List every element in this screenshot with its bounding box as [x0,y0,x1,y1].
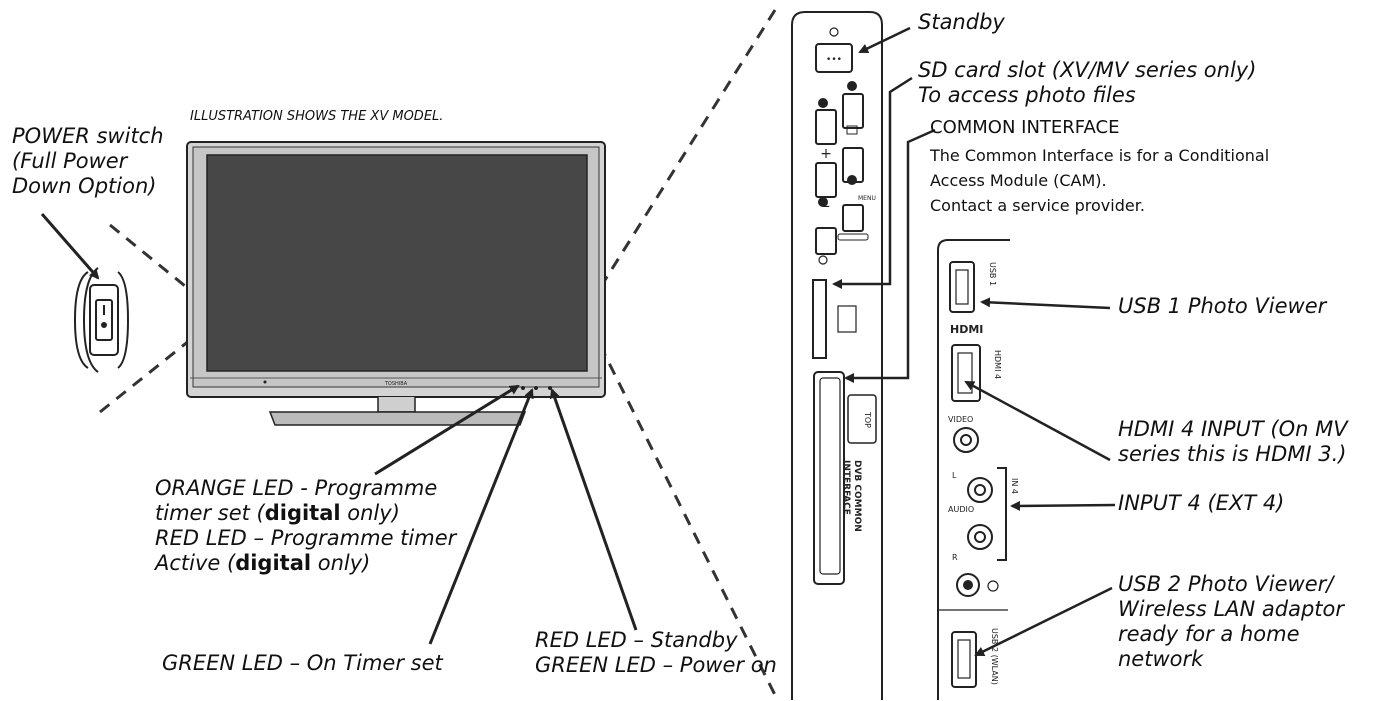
in-side-marking: IN 4 [1010,478,1019,494]
ci-desc-line-2: Access Module (CAM). [930,171,1107,190]
led-red [548,386,552,390]
orange-led-line-2: timer set (digital only) [155,501,456,526]
orange-led-line-4-bold: digital [235,551,312,575]
power-switch-line-3: Down Option) [12,174,157,198]
red-green-led-label: RED LED – Standby GREEN LED – Power on [535,628,777,678]
hdmi4-line-1: HDMI 4 INPUT (On MV [1118,417,1348,441]
dvb-marking-1: DVB COMMON [852,460,862,532]
usb2-side-marking: USB 2 (WLAN) [990,628,999,685]
usb2-line-4: network [1118,647,1204,671]
illustration-note: ILLUSTRATION SHOWS THE XV MODEL. [190,109,444,124]
orange-led-line-2-bold: digital [264,501,341,525]
dvb-marking-2: INTERFACE [841,460,851,515]
video-marking: VIDEO [948,415,973,424]
hdmi-side-marking: HDMI 4 [993,350,1002,379]
standby-label: Standby [918,10,1005,34]
hdmi4-label: HDMI 4 INPUT (On MV series this is HDMI … [1118,417,1348,467]
red-green-line-1: RED LED – Standby [535,628,738,652]
top-marking: TOP [863,411,872,428]
power-switch-label: POWER switch (Full Power Down Option) [12,124,164,199]
tv-brand: TOSHIBA [384,381,408,387]
right-leader-arrows [832,26,1116,657]
sd-card-label: SD card slot (XV/MV series only) To acce… [918,58,1256,108]
sd-card-line-2: To access photo files [918,83,1136,107]
usb2-line-2: Wireless LAN adaptor [1118,597,1345,621]
common-interface-desc: The Common Interface is for a Conditiona… [930,143,1269,218]
orange-led-line-4-pre: Active ( [155,551,236,575]
common-interface-title: COMMON INTERFACE [930,117,1120,138]
usb2-label: USB 2 Photo Viewer/ Wireless LAN adaptor… [1118,572,1344,672]
hdmi4-line-2: series this is HDMI 3.) [1118,442,1347,466]
menu-marking: MENU [858,195,876,202]
usb1-side-marking: USB 1 [988,262,997,286]
orange-led-label: ORANGE LED - Programme timer set (digita… [155,476,456,576]
tv-screen [206,154,588,372]
orange-led-line-4-post: only) [311,551,371,575]
power-switch-illustration [73,267,130,373]
led-orange [521,386,525,390]
sd-card-line-1: SD card slot (XV/MV series only) [918,58,1257,82]
ci-desc-line-3: Contact a service provider. [930,196,1145,215]
audio-marking: AUDIO [948,505,974,514]
orange-led-line-2-pre: timer set ( [155,501,265,525]
orange-led-line-1: ORANGE LED - Programme [155,476,438,500]
hdmi-marking: HDMI [950,323,983,336]
r-marking: R [952,553,958,562]
orange-led-line-4: Active (digital only) [155,551,456,576]
side-control-panel: ••• + – [791,11,883,700]
svg-text:+: + [820,146,832,162]
l-marking: L [952,471,957,480]
leader-arrows [40,213,638,645]
svg-text:•••: ••• [826,55,842,65]
power-switch-line-2: (Full Power [12,149,128,173]
usb1-label: USB 1 Photo Viewer [1118,294,1327,318]
usb2-line-3: ready for a home [1118,622,1300,646]
usb2-line-1: USB 2 Photo Viewer/ [1118,572,1334,596]
red-green-line-2: GREEN LED – Power on [535,653,777,677]
green-timer-label: GREEN LED – On Timer set [162,651,443,675]
zoom-lines [99,9,777,696]
power-switch-line-1: POWER switch [12,124,164,148]
input4-label: INPUT 4 (EXT 4) [1118,491,1285,515]
orange-led-line-2-post: only) [340,501,400,525]
led-green [534,386,538,390]
orange-led-line-3: RED LED – Programme timer [155,526,457,550]
tv-set: TOSHIBA [186,141,606,426]
ci-desc-line-1: The Common Interface is for a Conditiona… [930,146,1270,165]
